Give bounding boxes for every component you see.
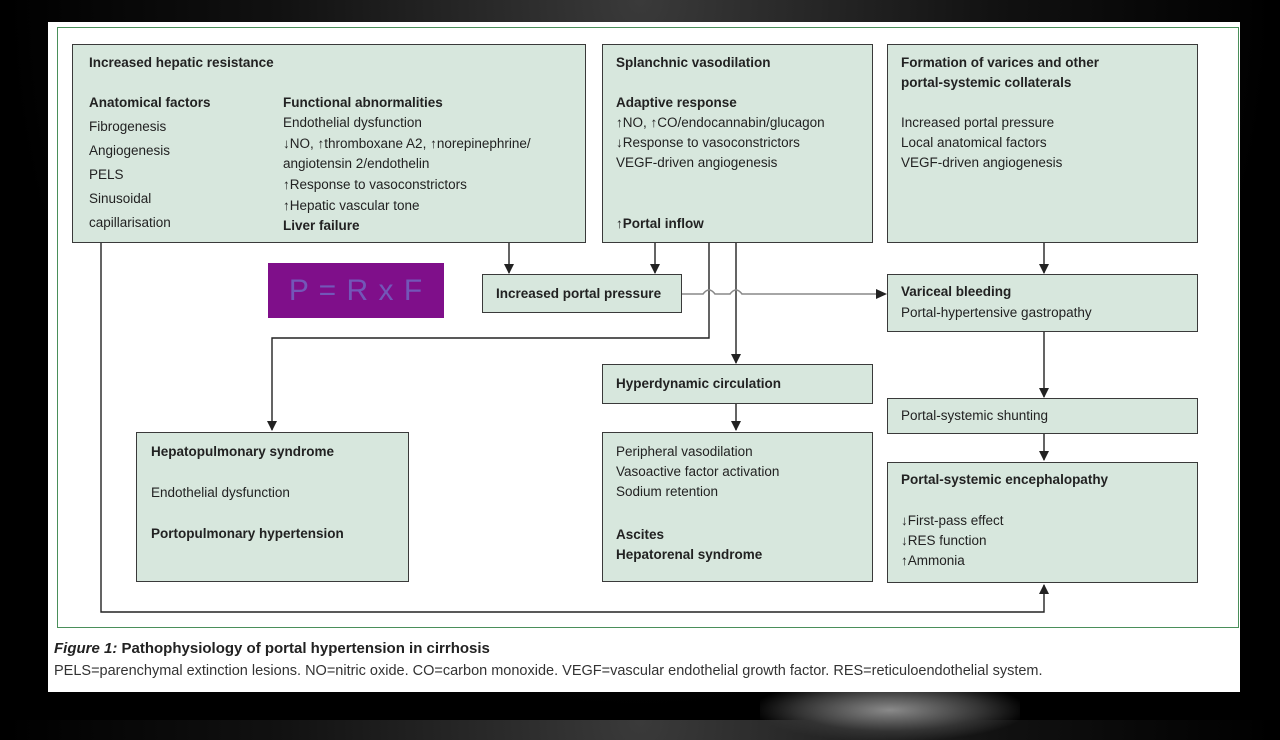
varices-list: Increased portal pressure Local anatomic… bbox=[901, 113, 1062, 173]
encephalopathy-item: ↑Ammonia bbox=[901, 553, 965, 568]
splanchnic-title: Splanchnic vasodilation bbox=[616, 55, 771, 70]
peripheral-box: Peripheral vasodilation Vasoactive facto… bbox=[602, 432, 873, 582]
anat-item: capillarisation bbox=[89, 215, 171, 230]
figure-title: Pathophysiology of portal hypertension i… bbox=[121, 640, 490, 657]
varices-title: Formation of varices and other portal-sy… bbox=[901, 53, 1099, 93]
arrow-pressure-to-variceal bbox=[682, 289, 878, 295]
splanchnic-item: ↓Response to vasoconstrictors bbox=[616, 135, 800, 150]
arrow-hepatic-to-encephalopathy bbox=[100, 242, 1049, 613]
encephalopathy-item: ↓First-pass effect bbox=[901, 513, 1004, 528]
anat-item: Angiogenesis bbox=[89, 143, 171, 158]
ascites: Ascites bbox=[616, 527, 665, 542]
portal-pressure-box: Increased portal pressure bbox=[482, 274, 682, 313]
portopulmonary: Portopulmonary hypertension bbox=[151, 526, 344, 541]
peripheral-bold: Ascites Hepatorenal syndrome bbox=[616, 525, 762, 565]
hepatic-resistance-box: Increased hepatic resistance Anatomical … bbox=[72, 44, 586, 243]
anat-item: PELS bbox=[89, 167, 124, 182]
func-item: angiotensin 2/endothelin bbox=[283, 156, 430, 171]
variceal-title: Variceal bleeding bbox=[901, 284, 1012, 299]
hyperdynamic-box: Hyperdynamic circulation bbox=[602, 364, 873, 404]
formula-box: P = R x F bbox=[268, 263, 444, 318]
liver-failure: Liver failure bbox=[283, 218, 360, 233]
varices-box: Formation of varices and other portal-sy… bbox=[887, 44, 1198, 243]
splanchnic-list: Adaptive response ↑NO, ↑CO/endocannabin/… bbox=[616, 93, 872, 173]
hepatic-title: Increased hepatic resistance bbox=[89, 55, 274, 70]
peripheral-item: Sodium retention bbox=[616, 484, 719, 499]
peripheral-item: Peripheral vasodilation bbox=[616, 444, 753, 459]
portal-pressure-title: Increased portal pressure bbox=[496, 285, 662, 301]
splanchnic-item: VEGF-driven angiogenesis bbox=[616, 155, 778, 170]
encephalopathy-box: Portal-systemic encephalopathy ↓First-pa… bbox=[887, 462, 1198, 583]
variceal-sub: Portal-hypertensive gastropathy bbox=[901, 305, 1092, 320]
func-item: ↑Hepatic vascular tone bbox=[283, 198, 420, 213]
func-item: Endothelial dysfunction bbox=[283, 115, 422, 130]
hepatopulmonary-sub: Endothelial dysfunction bbox=[151, 485, 290, 500]
varices-title-line: portal-systemic collaterals bbox=[901, 75, 1072, 90]
adaptive-response: Adaptive response bbox=[616, 95, 737, 110]
hepatopulmonary-title: Hepatopulmonary syndrome bbox=[151, 444, 335, 459]
functional-abnormalities: Functional abnormalities Endothelial dys… bbox=[283, 93, 583, 236]
functional-title: Functional abnormalities bbox=[283, 95, 443, 110]
portal-inflow: ↑Portal inflow bbox=[616, 216, 704, 231]
varices-title-line: Formation of varices and other bbox=[901, 55, 1100, 70]
figure-caption-title: Figure 1: Pathophysiology of portal hype… bbox=[54, 640, 490, 657]
shunting-box: Portal-systemic shunting bbox=[887, 398, 1198, 434]
figure-frame bbox=[57, 27, 1239, 628]
func-item: ↓NO, ↑thromboxane A2, ↑norepinephrine/ bbox=[283, 136, 531, 151]
hepatorenal: Hepatorenal syndrome bbox=[616, 547, 763, 562]
hepatopulmonary-box: Hepatopulmonary syndrome Endothelial dys… bbox=[136, 432, 409, 582]
hyperdynamic-title: Hyperdynamic circulation bbox=[616, 376, 782, 391]
encephalopathy-title: Portal-systemic encephalopathy bbox=[901, 472, 1109, 487]
varices-item: VEGF-driven angiogenesis bbox=[901, 155, 1063, 170]
peripheral-item: Vasoactive factor activation bbox=[616, 464, 780, 479]
variceal-box: Variceal bleeding Portal-hypertensive ga… bbox=[887, 274, 1198, 332]
figure-number: Figure 1: bbox=[54, 640, 118, 657]
figure-caption-text: PELS=parenchymal extinction lesions. NO=… bbox=[54, 663, 1043, 679]
encephalopathy-list: ↓First-pass effect ↓RES function ↑Ammoni… bbox=[901, 511, 1004, 571]
anatomical-factors: Anatomical factors Fibrogenesis Angiogen… bbox=[89, 93, 269, 233]
varices-item: Increased portal pressure bbox=[901, 115, 1055, 130]
encephalopathy-item: ↓RES function bbox=[901, 533, 987, 548]
splanchnic-box: Splanchnic vasodilation Adaptive respons… bbox=[602, 44, 873, 243]
func-item: ↑Response to vasoconstrictors bbox=[283, 177, 467, 192]
shunting-title: Portal-systemic shunting bbox=[901, 408, 1049, 423]
peripheral-list: Peripheral vasodilation Vasoactive facto… bbox=[616, 442, 779, 502]
splanchnic-item: ↑NO, ↑CO/endocannabin/glucagon bbox=[616, 115, 825, 130]
anat-item: Fibrogenesis bbox=[89, 119, 167, 134]
anat-item: Sinusoidal bbox=[89, 191, 152, 206]
anatomical-title: Anatomical factors bbox=[89, 95, 211, 110]
varices-item: Local anatomical factors bbox=[901, 135, 1047, 150]
